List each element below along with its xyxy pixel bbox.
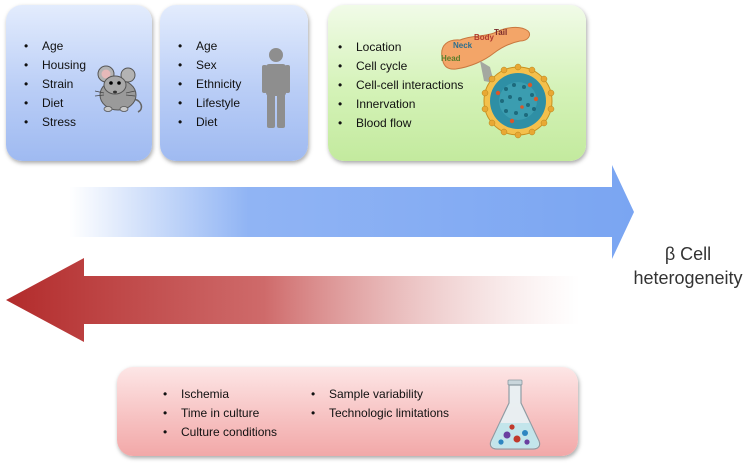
list-item: Blood flow xyxy=(336,114,463,133)
in-vitro-left-list: Ischemia Time in culture Culture conditi… xyxy=(161,385,277,442)
pancreas-islet-illustration: Head Neck Body Tail xyxy=(441,26,555,139)
list-item: Strain xyxy=(22,75,86,94)
list-item: Housing xyxy=(22,56,86,75)
in-vitro-right-list: Sample variability Technologic limitatio… xyxy=(309,385,449,423)
list-item: Diet xyxy=(22,94,86,113)
list-item: Lifestyle xyxy=(176,94,241,113)
pancreas-head-label: Head xyxy=(441,54,461,63)
list-item: Age xyxy=(22,37,86,56)
pancreas-factors-box: Location Cell cycle Cell-cell interactio… xyxy=(328,5,586,161)
list-item: Age xyxy=(176,37,241,56)
human-factors-list: Age Sex Ethnicity Lifestyle Diet xyxy=(176,37,241,132)
list-item: Cell cycle xyxy=(336,57,463,76)
list-item: Technologic limitations xyxy=(309,404,449,423)
list-item: Ischemia xyxy=(161,385,277,404)
beta-cell-heterogeneity-label: β Cell heterogeneity xyxy=(620,242,756,290)
in-vitro-factors-box: Ischemia Time in culture Culture conditi… xyxy=(117,367,578,456)
list-item: Culture conditions xyxy=(161,423,277,442)
list-item: Sample variability xyxy=(309,385,449,404)
mouse-icon xyxy=(94,65,143,113)
list-item: Sex xyxy=(176,56,241,75)
label-line-1: β Cell xyxy=(664,244,712,264)
pancreas-neck-label: Neck xyxy=(453,41,473,50)
culture-flask-icon xyxy=(489,379,541,450)
pancreas-body-label: Body xyxy=(474,33,495,42)
list-item: Stress xyxy=(22,113,86,132)
label-line-2: heterogeneity xyxy=(633,268,743,288)
list-item: Diet xyxy=(176,113,241,132)
mouse-factors-box: Age Housing Strain Diet Stress xyxy=(6,5,152,161)
pancreas-tail-label: Tail xyxy=(494,28,507,37)
pancreas-icon xyxy=(441,26,531,70)
list-item: Time in culture xyxy=(161,404,277,423)
list-item: Cell-cell interactions xyxy=(336,76,463,95)
mouse-factors-list: Age Housing Strain Diet Stress xyxy=(22,37,86,132)
human-factors-box: Age Sex Ethnicity Lifestyle Diet xyxy=(160,5,308,161)
pancreas-factors-list: Location Cell cycle Cell-cell interactio… xyxy=(336,38,463,133)
red-arrow-left xyxy=(6,258,580,342)
human-silhouette-icon xyxy=(262,48,290,128)
blue-arrow-right xyxy=(40,165,634,259)
list-item: Location xyxy=(336,38,463,57)
list-item: Ethnicity xyxy=(176,75,241,94)
list-item: Innervation xyxy=(336,95,463,114)
